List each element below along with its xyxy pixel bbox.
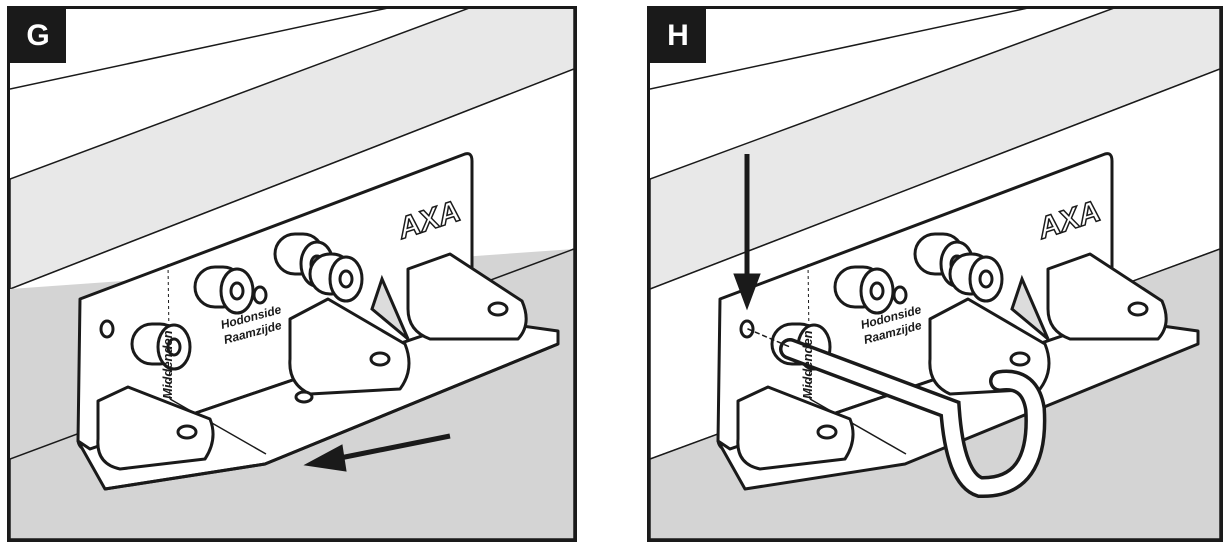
bracket-tabs <box>96 252 528 471</box>
panel-step-g: G <box>7 6 577 542</box>
hook-shackle <box>747 328 1047 499</box>
slide-arrow <box>303 433 451 472</box>
label-middenden-g: Middenden <box>160 330 175 399</box>
bracket-pins <box>99 232 410 371</box>
illustration-h: AXA Middenden Hodonside Raamzijde <box>650 9 1220 539</box>
step-badge-g: G <box>10 9 66 63</box>
illustration-g: AXA Middenden Hodonside Raamzijde <box>10 9 574 539</box>
label-middenden-h: Middenden <box>800 330 815 399</box>
step-badge-h: H <box>650 9 706 63</box>
panel-step-h: H <box>647 6 1223 542</box>
bracket-tabs <box>736 252 1168 471</box>
insert-arrow <box>733 154 761 311</box>
